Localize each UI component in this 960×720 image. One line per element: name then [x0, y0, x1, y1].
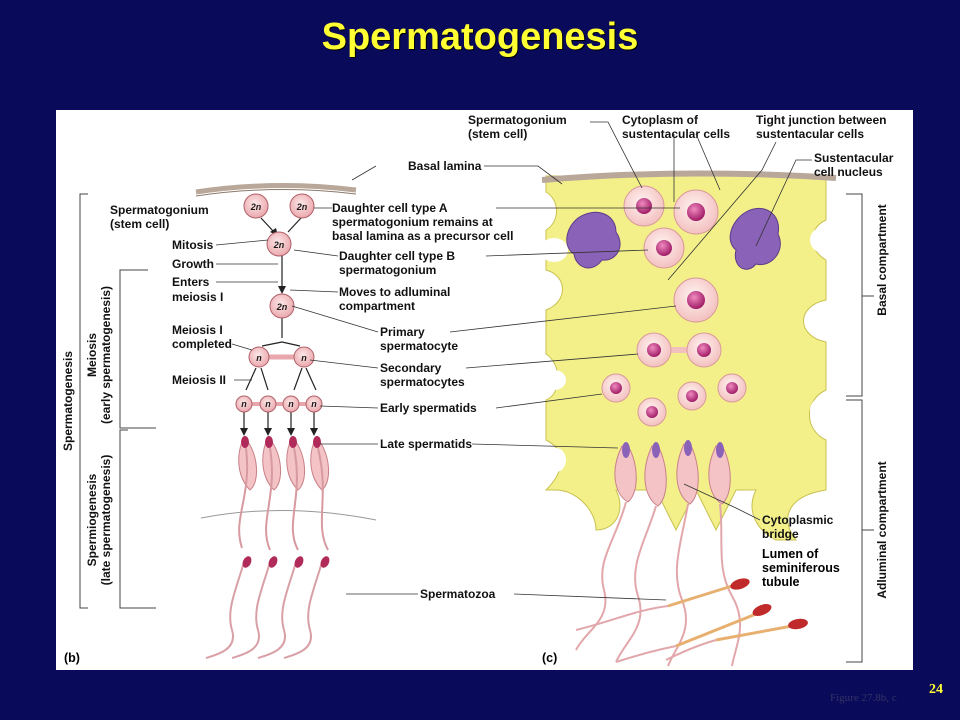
sustentacular-cytoplasm — [540, 175, 842, 541]
svg-text:Mitosis: Mitosis — [172, 238, 214, 252]
svg-text:spermatocytes: spermatocytes — [380, 375, 465, 389]
sustentacular-nucleus-right — [729, 207, 781, 270]
svg-text:Primary: Primary — [380, 325, 425, 339]
bracket-spermiogenesis-sub: (late spermatogenesis) — [99, 455, 113, 586]
panel-c-letter: (c) — [542, 651, 557, 665]
svg-text:(stem cell): (stem cell) — [110, 217, 169, 231]
lumen-line-b — [200, 510, 377, 521]
svg-text:2n: 2n — [296, 202, 308, 212]
cell-n-a: n — [248, 346, 270, 368]
cell-n-b: n — [293, 346, 315, 368]
basal-lamina-c — [541, 170, 837, 183]
bracket-spermatogenesis: Spermatogenesis — [61, 351, 75, 451]
svg-text:n: n — [265, 399, 271, 409]
brackets-b — [79, 193, 156, 609]
svg-text:Secondary: Secondary — [380, 361, 442, 375]
svg-text:spermatogonium remains at: spermatogonium remains at — [332, 215, 493, 229]
spermatogenesis-figure: 2n 2n 2n 2n n n n n n n — [61, 113, 894, 667]
svg-text:n: n — [311, 399, 317, 409]
svg-text:tubule: tubule — [762, 575, 800, 589]
bracket-meiosis-sub: (early spermatogenesis) — [99, 286, 113, 424]
spermatid-n-1: n — [235, 395, 253, 413]
svg-text:Lumen of: Lumen of — [762, 547, 819, 561]
compartment-brackets — [846, 193, 874, 663]
labels-c: Spermatogonium (stem cell) Cytoplasm of … — [468, 113, 894, 589]
svg-text:Cytoplasm of: Cytoplasm of — [622, 113, 699, 127]
late-spermatids-c — [614, 440, 731, 507]
spermatozoa-heads-b — [242, 556, 330, 568]
adluminal-compartment-label: Adluminal compartment — [875, 461, 889, 598]
bracket-meiosis: Meiosis — [85, 333, 99, 377]
labels-b: Spermatogonium (stem cell) Mitosis Growt… — [110, 203, 232, 387]
svg-text:Growth: Growth — [172, 257, 214, 271]
svg-text:Spermatozoa: Spermatozoa — [420, 587, 496, 601]
basal-lamina-b — [195, 182, 357, 195]
cell-2n-d: 2n — [269, 293, 295, 319]
svg-text:Daughter cell type B: Daughter cell type B — [339, 249, 455, 263]
svg-text:Early spermatids: Early spermatids — [380, 401, 477, 415]
cell-2n-b: 2n — [289, 193, 315, 219]
germ-cells-c — [601, 185, 747, 427]
svg-text:bridge: bridge — [762, 527, 799, 541]
spermatid-n-4: n — [305, 395, 323, 413]
svg-text:Spermatogonium: Spermatogonium — [110, 203, 209, 217]
svg-text:cell nucleus: cell nucleus — [814, 165, 883, 179]
late-spermatids-b — [238, 436, 329, 551]
svg-text:Spermatogonium: Spermatogonium — [468, 113, 567, 127]
svg-text:2n: 2n — [273, 240, 285, 250]
page-number: 24 — [929, 682, 943, 697]
center-labels: Basal lamina Daughter cell type A sperma… — [332, 159, 513, 601]
svg-text:basal lamina as a precursor ce: basal lamina as a precursor cell — [332, 229, 513, 243]
svg-text:n: n — [241, 399, 247, 409]
svg-text:Late spermatids: Late spermatids — [380, 437, 472, 451]
svg-text:completed: completed — [172, 337, 232, 351]
center-leaders — [289, 165, 680, 601]
svg-text:(stem cell): (stem cell) — [468, 127, 527, 141]
basal-compartment-label: Basal compartment — [875, 204, 889, 315]
svg-text:spermatogonium: spermatogonium — [339, 263, 436, 277]
leaders-b — [215, 239, 278, 381]
svg-text:n: n — [256, 353, 262, 363]
svg-text:sustentacular cells: sustentacular cells — [756, 127, 864, 141]
svg-text:n: n — [301, 353, 307, 363]
svg-text:spermatocyte: spermatocyte — [380, 339, 458, 353]
svg-text:2n: 2n — [250, 202, 262, 212]
svg-text:seminiferous: seminiferous — [762, 561, 840, 575]
spermatid-n-3: n — [282, 395, 300, 413]
spermatozoa-c — [575, 578, 808, 663]
figure-panel: 2n 2n 2n 2n n n n n n n — [56, 110, 913, 670]
sustentacular-nucleus-left — [566, 211, 621, 269]
svg-text:sustentacular cells: sustentacular cells — [622, 127, 730, 141]
svg-text:compartment: compartment — [339, 299, 415, 313]
svg-text:Meiosis I: Meiosis I — [172, 323, 223, 337]
spermatozoa-b — [205, 561, 323, 659]
svg-text:Moves to adluminal: Moves to adluminal — [339, 285, 450, 299]
svg-text:Daughter cell type A: Daughter cell type A — [332, 201, 448, 215]
svg-text:meiosis I: meiosis I — [172, 290, 223, 304]
svg-text:n: n — [288, 399, 294, 409]
svg-text:Cytoplasmic: Cytoplasmic — [762, 513, 834, 527]
svg-text:Tight junction between: Tight junction between — [756, 113, 886, 127]
leaders-c — [590, 121, 812, 521]
figure-reference: Figure 27.8b, c — [830, 692, 897, 704]
bracket-spermiogenesis: Spermiogenesis — [85, 473, 99, 566]
cell-2n-a: 2n — [243, 193, 269, 219]
svg-text:Meiosis II: Meiosis II — [172, 373, 226, 387]
slide-title: Spermatogenesis — [321, 16, 639, 58]
svg-text:2n: 2n — [276, 302, 288, 312]
svg-text:Enters: Enters — [172, 275, 210, 289]
svg-text:Sustentacular: Sustentacular — [814, 151, 894, 165]
cell-2n-c: 2n — [266, 231, 292, 257]
panel-b-letter: (b) — [64, 651, 80, 665]
spermatid-n-2: n — [259, 395, 277, 413]
svg-text:Basal lamina: Basal lamina — [408, 159, 482, 173]
